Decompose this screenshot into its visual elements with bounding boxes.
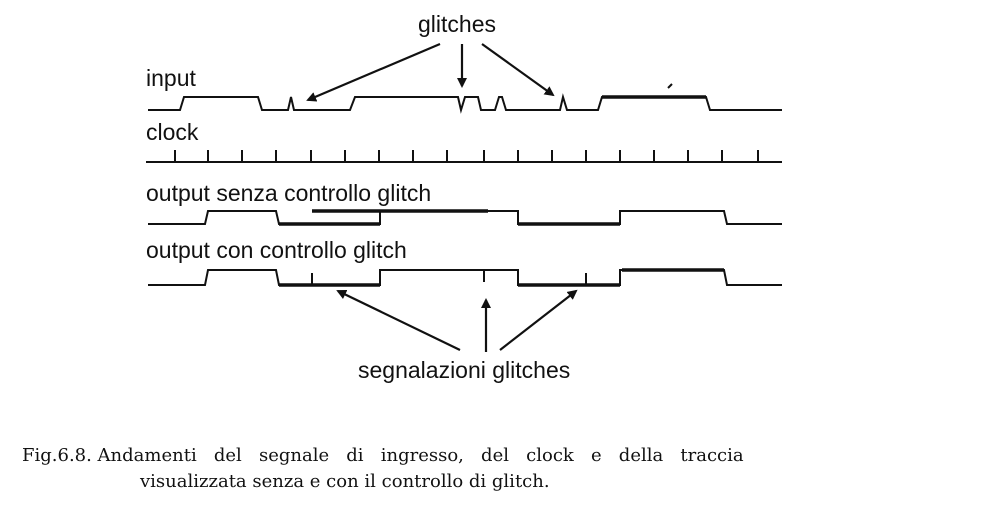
signal-arrow-right (499, 289, 578, 351)
output-with-control-label: output con controllo glitch (146, 237, 407, 263)
output-no-control-waveform (148, 209, 782, 226)
glitch-arrow-left (306, 42, 441, 102)
glitch-arrow-right (481, 43, 555, 97)
output-with-control-waveform (148, 268, 782, 287)
figure-caption-line1: Fig.6.8. Andamenti del segnale di ingres… (22, 445, 744, 466)
glitches-label: glitches (418, 11, 496, 37)
input-waveform (148, 83, 782, 114)
input-label: input (146, 65, 196, 91)
signal-arrow-left (336, 289, 461, 351)
figure-caption-line2: visualizzata senza e con il controllo di… (139, 471, 550, 492)
clock-label: clock (146, 119, 199, 145)
glitch-signals-label: segnalazioni glitches (358, 357, 570, 383)
clock-waveform (146, 150, 782, 163)
glitch-signal-arrows (336, 289, 578, 352)
glitch-arrows (306, 42, 555, 102)
output-no-control-label: output senza controllo glitch (146, 180, 431, 206)
